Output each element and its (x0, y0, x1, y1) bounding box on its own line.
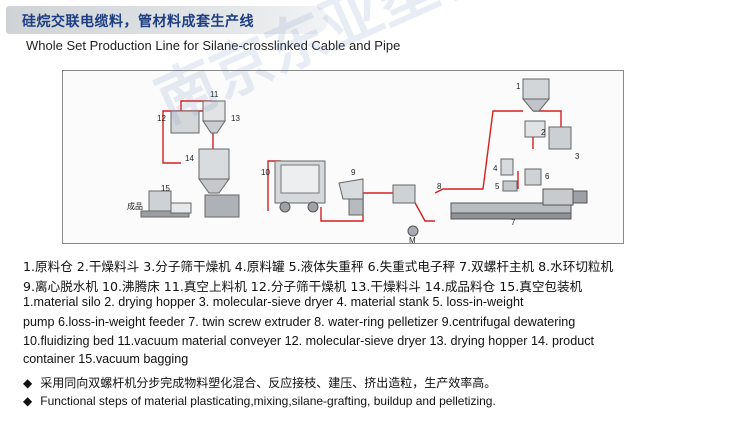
callout-11: 11 (210, 90, 219, 99)
legend-cn-line-1: 1.原料仓 2.干燥料斗 3.分子筛干燥机 4.原料罐 5.液体失重秤 6.失重… (23, 259, 614, 274)
drying-hopper-2 (524, 120, 546, 138)
callout-m: M (409, 236, 416, 243)
vacuum-bagging-15 (140, 190, 192, 218)
callout-8: 8 (437, 182, 442, 191)
water-ring-pelletizer-8 (392, 184, 416, 204)
molecular-sieve-dryer-3 (548, 126, 572, 150)
page-title-en: Whole Set Production Line for Silane-cro… (26, 38, 401, 53)
title-bar (6, 6, 328, 34)
callout-7: 7 (511, 218, 516, 227)
process-diagram-svg: 11 12 13 14 15 10 9 8 7 1 2 3 4 5 6 M 成品 (127, 78, 588, 243)
callout-1: 1 (516, 82, 521, 91)
legend-en-line-3: 10.fluidizing bed 11.vacuum material con… (23, 334, 594, 348)
material-silo-1 (521, 78, 551, 112)
callout-15: 15 (161, 184, 170, 193)
callout-3: 3 (575, 152, 580, 161)
page-title-cn: 硅烷交联电缆料，管材料成套生产线 (22, 14, 254, 30)
callout-9: 9 (351, 168, 356, 177)
twin-screw-extruder-7 (450, 188, 588, 220)
note-cn-text: 采用同向双螺杆机分步完成物料塑化混合、反应接枝、建压、挤出造粒，生产效率高。 (40, 376, 497, 390)
callout-12: 12 (157, 114, 166, 123)
callout-10: 10 (261, 168, 270, 177)
bullet-diamond-icon: ◆ (23, 394, 33, 408)
note-en-text: Functional steps of material plasticatin… (40, 394, 496, 408)
loss-in-weight-pump-5 (502, 180, 518, 192)
material-stank-4 (500, 158, 514, 176)
legend-en-line-4: container 15.vacuum bagging (23, 352, 189, 366)
legend-en-line-1: 1.material silo 2. drying hopper 3. mole… (23, 295, 524, 309)
fluidizing-bed-10 (274, 160, 326, 213)
drying-hopper-13 (202, 100, 226, 134)
loss-in-weight-feeder-6 (524, 168, 542, 186)
centrifugal-dewatering-9 (338, 178, 364, 216)
legend-cn-line-2: 9.离心脱水机 10.沸腾床 11.真空上料机 12.分子筛干燥机 13.干燥料… (23, 279, 583, 294)
product-label: 成品 (127, 201, 143, 211)
callout-13: 13 (231, 114, 240, 123)
legend-en-line-2: pump 6.loss-in-weight feeder 7. twin scr… (23, 315, 576, 329)
process-diagram: 11 12 13 14 15 10 9 8 7 1 2 3 4 5 6 M 成品 (62, 70, 624, 244)
callout-2: 2 (541, 128, 546, 137)
note-en: ◆ Functional steps of material plasticati… (23, 394, 496, 408)
callout-14: 14 (185, 154, 194, 163)
callout-5: 5 (495, 182, 500, 191)
note-cn: ◆ 采用同向双螺杆机分步完成物料塑化混合、反应接枝、建压、挤出造粒，生产效率高。 (23, 374, 496, 391)
pump-m (407, 225, 419, 237)
molecular-sieve-dryer-12 (170, 110, 200, 134)
product-container-14 (198, 148, 240, 218)
callout-4: 4 (493, 164, 498, 173)
bullet-diamond-icon: ◆ (23, 376, 33, 390)
callout-6: 6 (545, 172, 550, 181)
